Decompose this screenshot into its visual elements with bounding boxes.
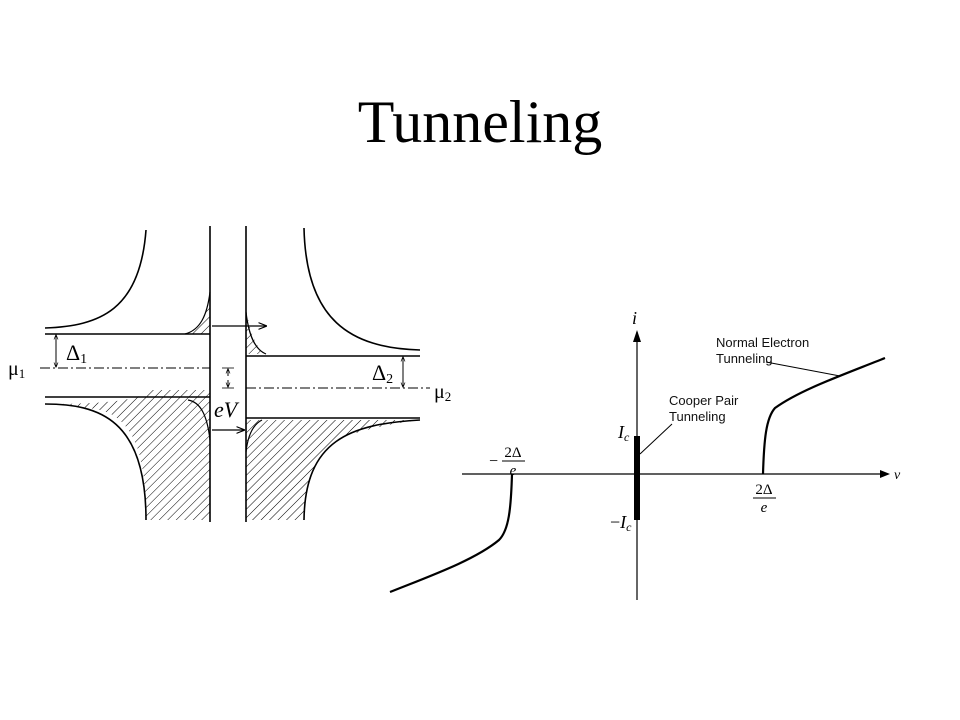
left-dos-upper-curve (44, 229, 147, 329)
cooper-tunneling-label-line2: Tunneling (669, 409, 726, 424)
left-dos-lower-curve (44, 403, 147, 521)
ic-negative-label: −Ic (610, 512, 632, 534)
delta2-label: Δ2 (372, 360, 393, 387)
iv-characteristic: i v Ic −Ic 2Δ e − 2Δ e (389, 308, 901, 600)
right-dos-lower-curve (303, 419, 421, 521)
normal-branch-positive (761, 356, 886, 475)
right-dos-upper-inner (245, 311, 267, 355)
right-filled-states (246, 420, 420, 520)
v-axis-label: v (894, 468, 901, 483)
left-filled-states (45, 390, 210, 520)
gap-negative-sign: − (489, 453, 498, 470)
left-upper-hatch (185, 296, 210, 334)
i-axis-label: i (632, 308, 637, 328)
delta1-label: Δ1 (66, 340, 87, 367)
i-axis-arrowhead (633, 330, 641, 342)
gap-negative-numerator: 2Δ (504, 445, 522, 461)
mu2-label: μ2 (434, 381, 451, 404)
cooper-tunneling-leader (639, 423, 673, 455)
gap-positive-denominator: e (761, 500, 768, 516)
normal-branch-negative (389, 473, 514, 594)
gap-voltage-positive: 2Δ e (753, 482, 776, 516)
normal-tunneling-label-line1: Normal Electron (716, 335, 809, 350)
energy-band-diagram: Δ1 Δ2 eV μ1 μ2 (8, 226, 451, 522)
ev-label-bg (213, 394, 244, 422)
gap-negative-denominator: e (510, 463, 517, 479)
v-axis-arrowhead (880, 470, 890, 478)
ic-positive-label: Ic (617, 422, 630, 444)
gap-positive-numerator: 2Δ (755, 482, 773, 498)
right-dos-upper-curve (303, 227, 421, 351)
slide-title: Tunneling (357, 89, 603, 155)
right-upper-hatch (246, 310, 266, 354)
left-dos-upper-inner (184, 291, 211, 335)
normal-tunneling-leader (765, 361, 841, 377)
left-dos-lower-inner (187, 399, 211, 441)
gap-voltage-negative: − 2Δ e (489, 445, 525, 479)
cooper-tunneling-label-line1: Cooper Pair (669, 393, 739, 408)
mu1-label: μ1 (8, 358, 25, 381)
normal-tunneling-label-line2: Tunneling (716, 351, 773, 366)
ev-label: eV (214, 397, 240, 422)
